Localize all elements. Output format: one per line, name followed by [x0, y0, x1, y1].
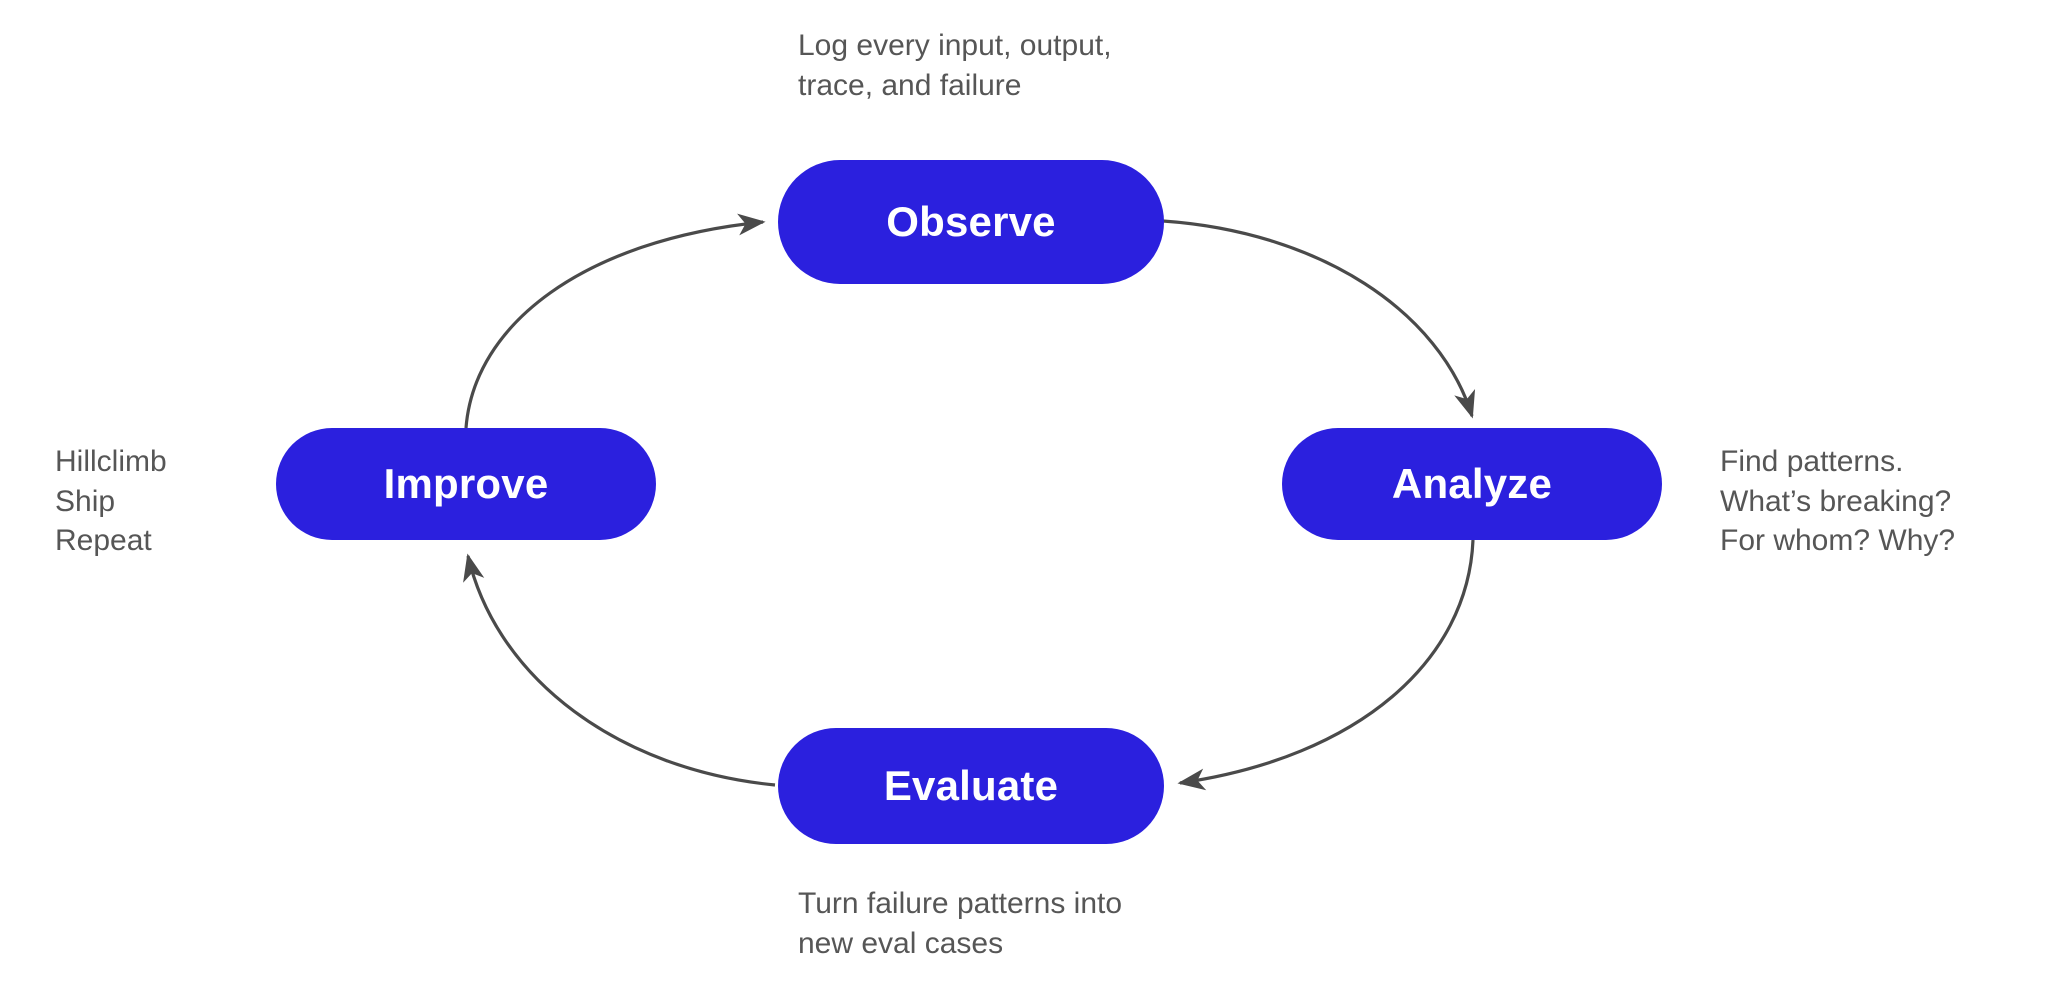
caption-analyze: Find patterns. What’s breaking? For whom… — [1720, 445, 1956, 558]
arrow-observe-to-analyze — [1162, 219, 1476, 419]
arrow-evaluate-to-improve — [463, 553, 776, 787]
caption-observe: Log every input, output, trace, and fail… — [798, 29, 1112, 102]
node-evaluate[interactable]: Evaluate — [778, 728, 1164, 844]
node-analyze[interactable]: Analyze — [1282, 428, 1662, 540]
arrow-analyze-to-evaluate — [1177, 539, 1475, 791]
node-analyze-label: Analyze — [1391, 460, 1553, 507]
node-evaluate-label: Evaluate — [883, 762, 1059, 809]
caption-improve: Hillclimb Ship Repeat — [55, 445, 167, 558]
node-improve[interactable]: Improve — [276, 428, 656, 540]
caption-evaluate: Turn failure patterns into new eval case… — [798, 887, 1123, 960]
node-observe[interactable]: Observe — [778, 160, 1164, 284]
node-improve-label: Improve — [383, 460, 549, 507]
node-observe-label: Observe — [886, 198, 1056, 245]
arrow-improve-to-observe — [464, 213, 766, 429]
